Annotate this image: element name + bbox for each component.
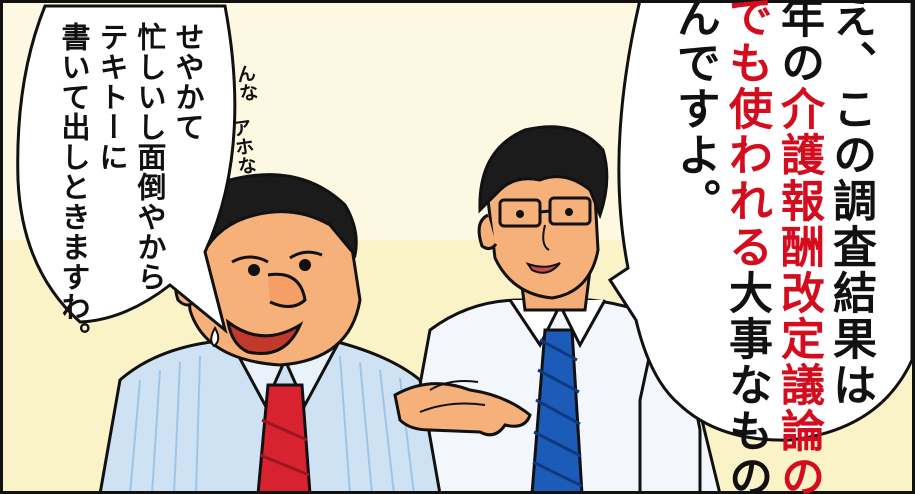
right-bubble-line-3: でも使われる大事なもの — [720, 0, 772, 494]
left-bubble-line-3: テキトーに — [95, 22, 129, 172]
right-bubble-line-4: んですよ。 — [669, 0, 720, 224]
right-bubble-emphasis-2: でも使われる — [721, 0, 772, 270]
right-speech-bubble — [607, 0, 914, 442]
left-bubble-line-4: 書いて出しときますわ。 — [57, 22, 91, 352]
man-with-glasses — [398, 125, 722, 494]
heavyset-man — [98, 173, 442, 494]
left-speech-bubble — [16, 4, 237, 335]
right-bubble-line-1: え、この調査結果は — [825, 0, 876, 408]
right-bubble-line-2-a: 年の — [773, 0, 824, 86]
right-bubble-line-3-b: 大事なもの — [721, 270, 772, 494]
right-bubble-emphasis-1: 介護報酬改定議論の — [773, 86, 824, 494]
right-bubble-text: え、この調査結果は 年の介護報酬改定議論の でも使われる大事なもの んですよ。 — [668, 0, 876, 494]
hand — [393, 382, 532, 437]
left-bubble-line-1: せやかて — [171, 22, 205, 142]
left-bubble-line-2: 忙しいし面倒やから — [133, 22, 167, 292]
right-bubble-line-2: 年の介護報酬改定議論の — [772, 0, 824, 494]
left-bubble-text: せやかて 忙しいし面倒やから テキトーに 書いて出しときますわ。 — [55, 22, 207, 352]
